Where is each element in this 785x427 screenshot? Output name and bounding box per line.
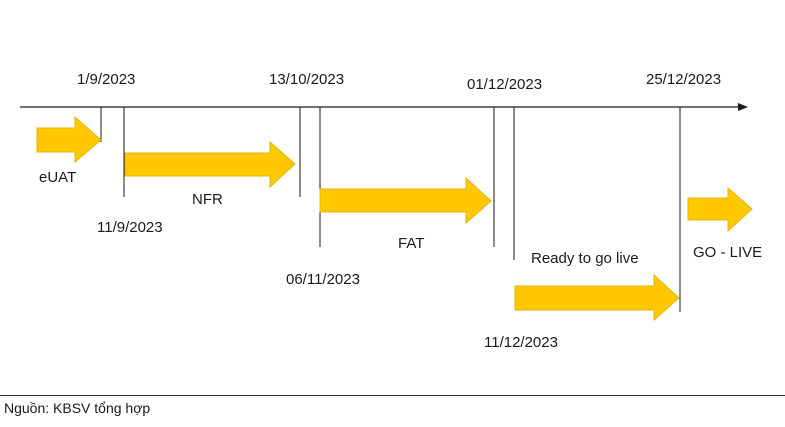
- date-label-2: 11/9/2023: [97, 219, 163, 236]
- go-live-arrow: [687, 186, 753, 233]
- timeline-diagram: 1/9/2023 11/9/2023 13/10/2023 06/11/2023…: [20, 71, 762, 351]
- phase-label-ready: Ready to go live: [531, 250, 639, 267]
- phase-label-nfr: NFR: [192, 191, 223, 208]
- date-label-3: 13/10/2023: [269, 71, 344, 88]
- date-label-4: 06/11/2023: [286, 271, 360, 288]
- date-label-1: 1/9/2023: [77, 71, 135, 88]
- nfr-arrow: [124, 140, 296, 189]
- phase-label-euat: eUAT: [39, 169, 76, 186]
- ready-to-go-live-arrow: [514, 273, 680, 322]
- date-label-7: 25/12/2023: [646, 71, 721, 88]
- footer-divider: [0, 395, 785, 396]
- fat-arrow: [319, 176, 492, 225]
- source-note: Nguồn: KBSV tổng hợp: [4, 400, 151, 416]
- phase-label-fat: FAT: [398, 235, 424, 252]
- phase-label-go-live: GO - LIVE: [693, 244, 762, 261]
- timeline-axis-arrowhead: [738, 103, 748, 111]
- date-label-6: 11/12/2023: [484, 334, 558, 351]
- euat-arrow: [36, 115, 102, 164]
- date-label-5: 01/12/2023: [467, 76, 542, 93]
